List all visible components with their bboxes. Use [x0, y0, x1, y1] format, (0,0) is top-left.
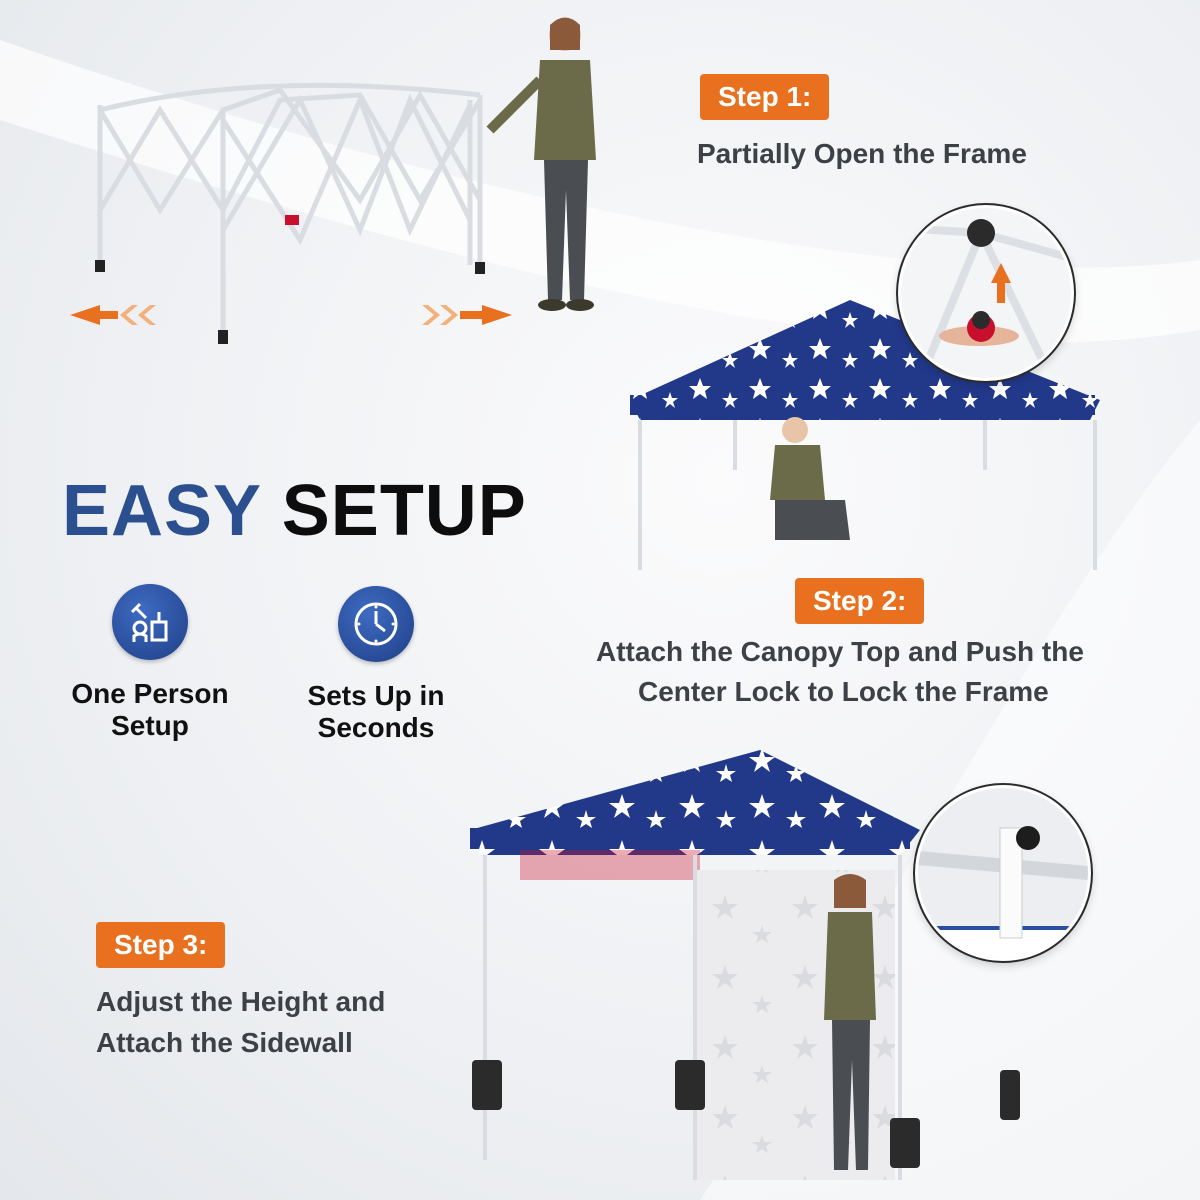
- wrench-person-icon: [112, 584, 188, 660]
- step1-frame-illustration: [70, 17, 596, 344]
- center-lock-detail: [901, 219, 1071, 378]
- step1-badge: Step 1:: [700, 74, 830, 120]
- headline: EASY SETUP: [62, 470, 527, 552]
- center-lock-zoom: [898, 205, 1074, 381]
- sidewall-velcro-detail: [918, 788, 1088, 958]
- feature-one-person-line2: Setup: [111, 710, 189, 741]
- sidewall-velcro-zoom: [915, 785, 1091, 961]
- feature-sets-up-line2: Seconds: [317, 712, 435, 743]
- step3-text-line1: Adjust the Height and: [96, 986, 386, 1017]
- step3-text-line2: Attach the Sidewall: [96, 1027, 353, 1058]
- step3-badge: Step 3:: [96, 922, 226, 968]
- headline-setup: SETUP: [281, 471, 527, 551]
- feature-one-person: One Person Setup: [50, 584, 250, 742]
- feature-one-person-line1: One Person: [71, 678, 229, 709]
- clock-icon: [338, 586, 414, 662]
- expand-arrows-icon: [70, 305, 512, 325]
- standing-person-figure: [824, 874, 876, 1170]
- step3-canopy-sidewall-illustration: [470, 750, 1020, 1180]
- step2-canopy-illustration: [630, 300, 1100, 570]
- step1-text: Partially Open the Frame: [697, 138, 1027, 169]
- headline-easy: EASY: [62, 471, 261, 551]
- step2-text-line2: Center Lock to Lock the Frame: [638, 676, 1049, 707]
- crouching-person-figure: [770, 417, 850, 540]
- step2-badge: Step 2:: [795, 578, 925, 624]
- step2-text-line1: Attach the Canopy Top and Push the: [596, 636, 1084, 667]
- person-figure: [486, 17, 596, 311]
- feature-sets-up-line1: Sets Up in: [307, 680, 445, 711]
- feature-sets-up-seconds: Sets Up in Seconds: [276, 586, 476, 744]
